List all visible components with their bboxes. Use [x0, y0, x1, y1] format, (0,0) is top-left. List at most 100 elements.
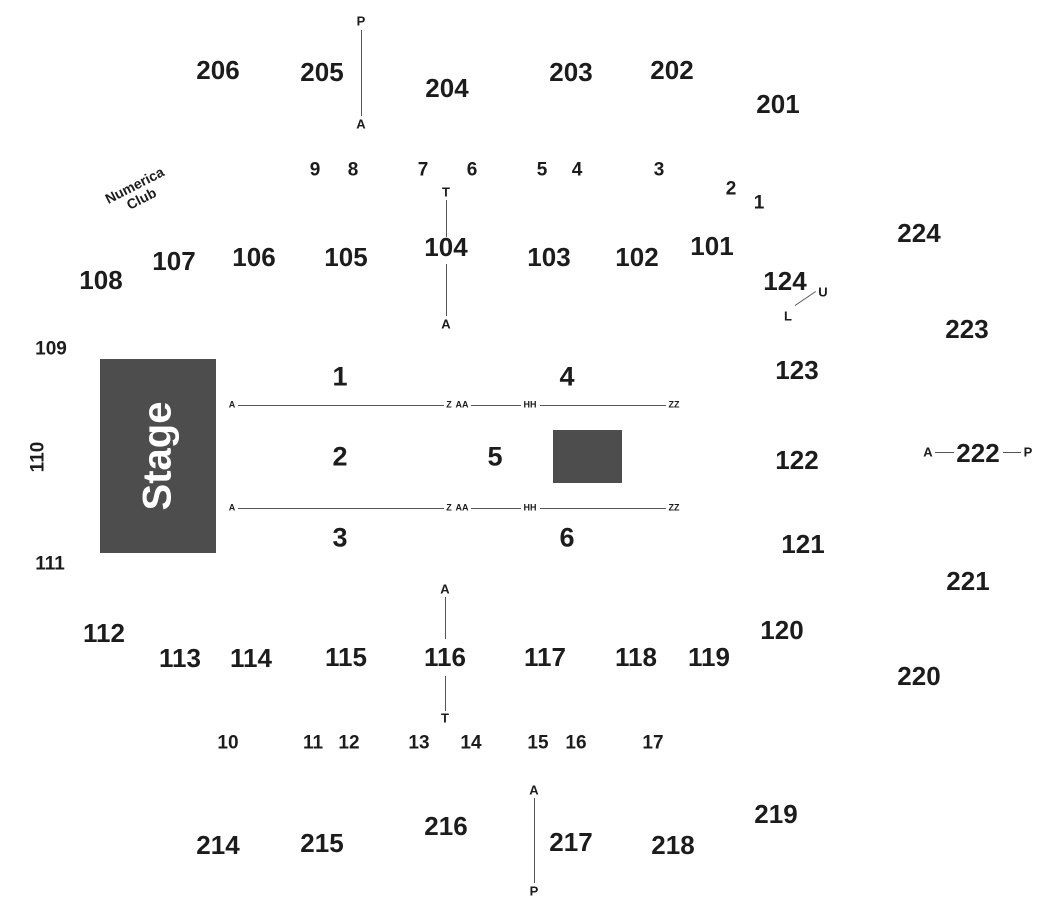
- section-206[interactable]: 206: [196, 55, 240, 85]
- row-marker-205-a: A: [356, 116, 366, 132]
- section-117[interactable]: 117: [524, 642, 566, 672]
- section-107[interactable]: 107: [152, 246, 196, 276]
- row-marker-217-a: A: [529, 782, 539, 798]
- row-marker-205-p: P: [356, 13, 366, 29]
- suite-4[interactable]: 4: [571, 159, 583, 181]
- floor-row-line-top-2: [471, 405, 521, 406]
- row-line-116-upper: [445, 597, 446, 639]
- section-224[interactable]: 224: [897, 218, 941, 248]
- section-113[interactable]: 113: [159, 643, 201, 673]
- stage: Stage: [100, 359, 216, 553]
- row-marker-124-l: L: [784, 308, 792, 324]
- section-119[interactable]: 119: [688, 642, 730, 672]
- section-109[interactable]: 109: [35, 338, 67, 360]
- suite-15[interactable]: 15: [527, 732, 549, 754]
- section-102[interactable]: 102: [615, 242, 659, 272]
- section-115[interactable]: 115: [325, 642, 367, 672]
- floor-row-line-bottom-2: [471, 508, 521, 509]
- row-marker-124-u: U: [818, 284, 828, 300]
- floor-section-5[interactable]: 5: [487, 441, 503, 472]
- floor-row-top-z: Z: [446, 399, 452, 410]
- floor-section-6[interactable]: 6: [559, 522, 575, 553]
- section-120[interactable]: 120: [760, 615, 804, 645]
- section-123[interactable]: 123: [775, 355, 819, 385]
- row-line-116-lower: [445, 676, 446, 711]
- suite-3[interactable]: 3: [653, 159, 665, 181]
- floor-section-4[interactable]: 4: [559, 361, 575, 392]
- suite-7[interactable]: 7: [417, 159, 429, 181]
- section-219[interactable]: 219: [754, 799, 798, 829]
- floor-row-line-bottom-1: [238, 508, 444, 509]
- row-line-104-lower: [446, 264, 447, 316]
- suite-2[interactable]: 2: [725, 178, 737, 200]
- section-214[interactable]: 214: [196, 830, 240, 860]
- floor-row-top-hh: HH: [523, 399, 537, 410]
- floor-section-3[interactable]: 3: [332, 522, 348, 553]
- row-marker-116-t: T: [441, 710, 449, 726]
- section-108[interactable]: 108: [79, 265, 123, 295]
- row-marker-217-p: P: [529, 883, 539, 899]
- row-line-217: [534, 798, 535, 883]
- floor-row-top-zz: ZZ: [668, 399, 680, 410]
- section-203[interactable]: 203: [549, 57, 593, 87]
- section-112[interactable]: 112: [83, 618, 125, 648]
- section-111[interactable]: 111: [35, 553, 65, 575]
- floor-row-top-aa: AA: [455, 399, 469, 410]
- section-124[interactable]: 124: [763, 266, 807, 296]
- floor-row-bottom-aa: AA: [455, 502, 469, 513]
- suite-16[interactable]: 16: [565, 732, 587, 754]
- section-201[interactable]: 201: [756, 89, 800, 119]
- section-110[interactable]: 110: [27, 441, 49, 473]
- suite-12[interactable]: 12: [338, 732, 360, 754]
- section-221[interactable]: 221: [946, 566, 990, 596]
- floor-section-1[interactable]: 1: [332, 361, 348, 392]
- section-104[interactable]: 104: [424, 232, 468, 262]
- section-217[interactable]: 217: [549, 827, 593, 857]
- suite-10[interactable]: 10: [217, 732, 239, 754]
- section-101[interactable]: 101: [690, 231, 734, 261]
- suite-13[interactable]: 13: [408, 732, 430, 754]
- suite-8[interactable]: 8: [347, 159, 359, 181]
- section-216[interactable]: 216: [424, 811, 468, 841]
- section-204[interactable]: 204: [425, 73, 469, 103]
- row-marker-116-a: A: [440, 581, 450, 597]
- section-222[interactable]: 222: [956, 438, 1000, 468]
- section-103[interactable]: 103: [527, 242, 571, 272]
- floor-row-line-bottom-3: [540, 508, 666, 509]
- section-202[interactable]: 202: [650, 55, 694, 85]
- section-114[interactable]: 114: [230, 643, 272, 673]
- row-marker-222-a: A: [923, 444, 933, 460]
- floor-row-line-top-3: [540, 405, 666, 406]
- section-122[interactable]: 122: [775, 445, 819, 475]
- section-118[interactable]: 118: [615, 642, 657, 672]
- floor-section-2[interactable]: 2: [332, 441, 348, 472]
- suite-9[interactable]: 9: [309, 159, 321, 181]
- floor-row-line-top-1: [238, 405, 444, 406]
- section-215[interactable]: 215: [300, 828, 344, 858]
- floor-row-bottom-zz: ZZ: [668, 502, 680, 513]
- floor-row-bottom-a: A: [228, 502, 236, 513]
- section-205[interactable]: 205: [300, 57, 344, 87]
- suite-6[interactable]: 6: [466, 159, 478, 181]
- row-line-104-upper: [446, 200, 447, 237]
- suite-14[interactable]: 14: [460, 732, 482, 754]
- floor-row-bottom-hh: HH: [523, 502, 537, 513]
- floor-row-bottom-z: Z: [446, 502, 452, 513]
- suite-5[interactable]: 5: [536, 159, 548, 181]
- section-220[interactable]: 220: [897, 661, 941, 691]
- section-218[interactable]: 218: [651, 830, 695, 860]
- section-116[interactable]: 116: [424, 642, 466, 672]
- suite-11[interactable]: 11: [302, 732, 324, 754]
- row-marker-222-p: P: [1023, 444, 1033, 460]
- stage-label: Stage: [135, 401, 180, 511]
- row-marker-104-a: A: [441, 316, 451, 332]
- section-121[interactable]: 121: [781, 529, 825, 559]
- section-106[interactable]: 106: [232, 242, 276, 272]
- section-223[interactable]: 223: [945, 314, 989, 344]
- suite-17[interactable]: 17: [642, 732, 664, 754]
- section-105[interactable]: 105: [324, 242, 368, 272]
- row-line-205: [361, 30, 362, 116]
- suite-1[interactable]: 1: [753, 192, 765, 214]
- row-marker-104-t: T: [442, 184, 450, 200]
